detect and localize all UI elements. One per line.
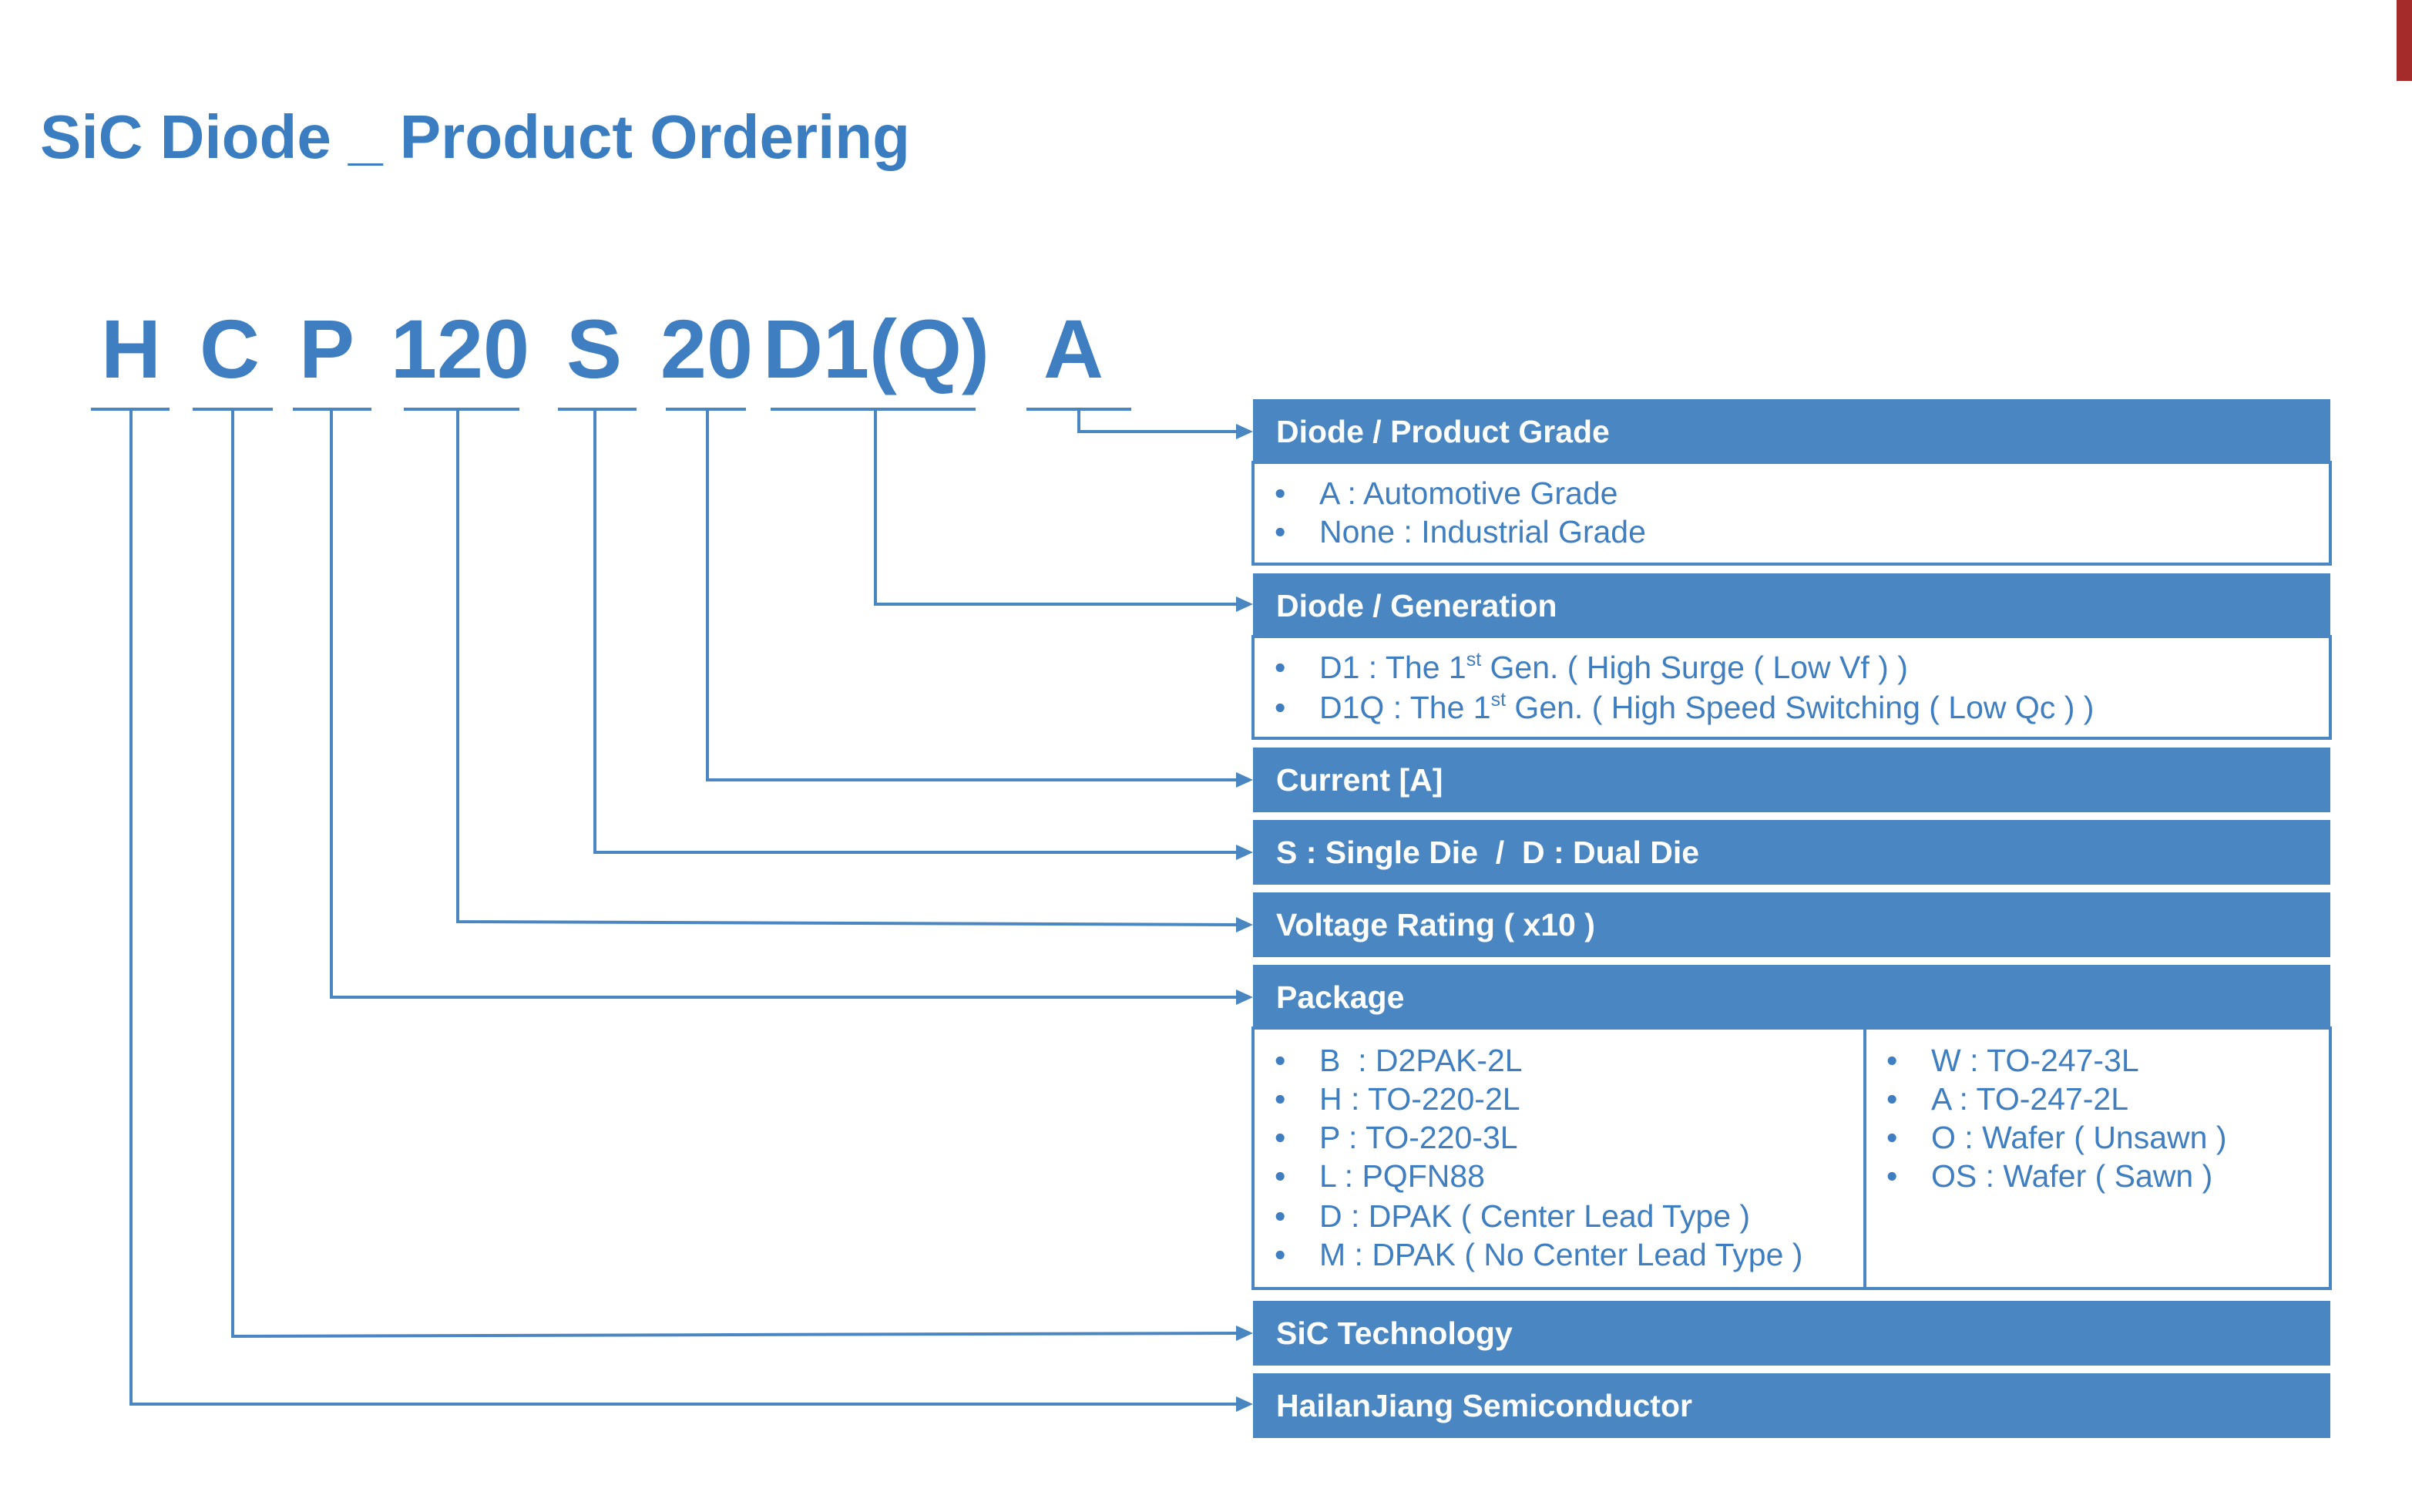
- connector-package: [330, 409, 1238, 999]
- list-item: A : TO-247-2L: [1931, 1081, 2128, 1117]
- corner-accent: [2397, 0, 2412, 81]
- list-item: A : Automotive Grade: [1319, 475, 1618, 511]
- section-header: HailanJiang Semiconductor: [1276, 1388, 1692, 1423]
- section-manufacturer: HailanJiang Semiconductor: [1253, 1373, 2330, 1438]
- list-item: P : TO-220-3L: [1319, 1120, 1518, 1155]
- bullet-icon: •: [1886, 1120, 1897, 1155]
- code-part-package: P: [299, 302, 354, 395]
- list-item: M : DPAK ( No Center Lead Type ): [1319, 1237, 1802, 1272]
- code-part-current: 20: [660, 302, 753, 395]
- bullet-icon: •: [1275, 690, 1285, 725]
- section-header: Package: [1276, 979, 1404, 1015]
- section-voltage: Voltage Rating ( x10 ): [1253, 892, 2330, 957]
- code-part-grade: A: [1043, 302, 1104, 395]
- bullet-icon: •: [1886, 1043, 1897, 1078]
- section-header: Diode / Product Grade: [1276, 414, 1610, 449]
- list-item: D1Q : The 1st Gen. ( High Speed Switchin…: [1319, 689, 2094, 725]
- bullet-icon: •: [1275, 650, 1285, 685]
- list-item: W : TO-247-3L: [1931, 1043, 2139, 1078]
- section-header: S : Single Die / D : Dual Die: [1276, 835, 1699, 870]
- list-item: O : Wafer ( Unsawn ): [1931, 1120, 2227, 1155]
- code-part-manufacturer: H: [101, 302, 161, 395]
- connector-manufacturer: [129, 409, 1238, 1406]
- section-header: Voltage Rating ( x10 ): [1276, 907, 1595, 942]
- bullet-icon: •: [1275, 1198, 1285, 1234]
- list-item: OS : Wafer ( Sawn ): [1931, 1158, 2212, 1194]
- bullet-icon: •: [1275, 1081, 1285, 1117]
- connector-voltage: [456, 409, 1238, 926]
- bullet-icon: •: [1275, 1237, 1285, 1272]
- connector-technology: [231, 409, 1238, 1339]
- section-header: Diode / Generation: [1276, 588, 1557, 623]
- code-part-generation: D1(Q): [763, 302, 989, 395]
- bullet-icon: •: [1886, 1158, 1897, 1194]
- code-part-voltage: 120: [391, 302, 529, 395]
- connector-current: [706, 409, 1238, 781]
- code-part-die: S: [566, 302, 622, 395]
- section-product-grade: Diode / Product Grade • A : Automotive G…: [1251, 399, 2332, 566]
- section-die: S : Single Die / D : Dual Die: [1253, 820, 2330, 885]
- bullet-icon: •: [1886, 1081, 1897, 1117]
- list-item: L : PQFN88: [1319, 1158, 1485, 1194]
- bullet-icon: •: [1275, 1120, 1285, 1155]
- connector-generation: [874, 409, 1238, 606]
- list-item: H : TO-220-2L: [1319, 1081, 1520, 1117]
- bullet-icon: •: [1275, 1043, 1285, 1078]
- list-item: None : Industrial Grade: [1319, 514, 1646, 549]
- list-item: D1 : The 1st Gen. ( High Surge ( Low Vf …: [1319, 649, 1908, 685]
- package-list-left: • B : D2PAK-2L • H : TO-220-2L • P : TO-…: [1275, 1043, 1802, 1272]
- connector-die: [593, 409, 1238, 854]
- section-header: SiC Technology: [1276, 1315, 1513, 1351]
- connector-grade: [1077, 409, 1238, 433]
- section-package: Package • B : D2PAK-2L • H : TO-220-2L •…: [1251, 965, 2332, 1290]
- section-header: Current [A]: [1276, 762, 1443, 798]
- section-generation: Diode / Generation • D1 : The 1st Gen. (…: [1251, 573, 2332, 740]
- code-part-technology: C: [200, 302, 260, 395]
- bullet-icon: •: [1275, 1158, 1285, 1194]
- section-technology: SiC Technology: [1253, 1301, 2330, 1366]
- bullet-icon: •: [1275, 475, 1285, 511]
- list-item: D : DPAK ( Center Lead Type ): [1319, 1198, 1750, 1234]
- list-item: B : D2PAK-2L: [1319, 1043, 1523, 1078]
- bullet-icon: •: [1275, 514, 1285, 549]
- package-list-right: • W : TO-247-3L • A : TO-247-2L • O : Wa…: [1886, 1043, 2227, 1194]
- connector-lines: [129, 409, 1253, 1412]
- section-current: Current [A]: [1253, 748, 2330, 812]
- page-title: SiC Diode _ Product Ordering: [40, 102, 910, 171]
